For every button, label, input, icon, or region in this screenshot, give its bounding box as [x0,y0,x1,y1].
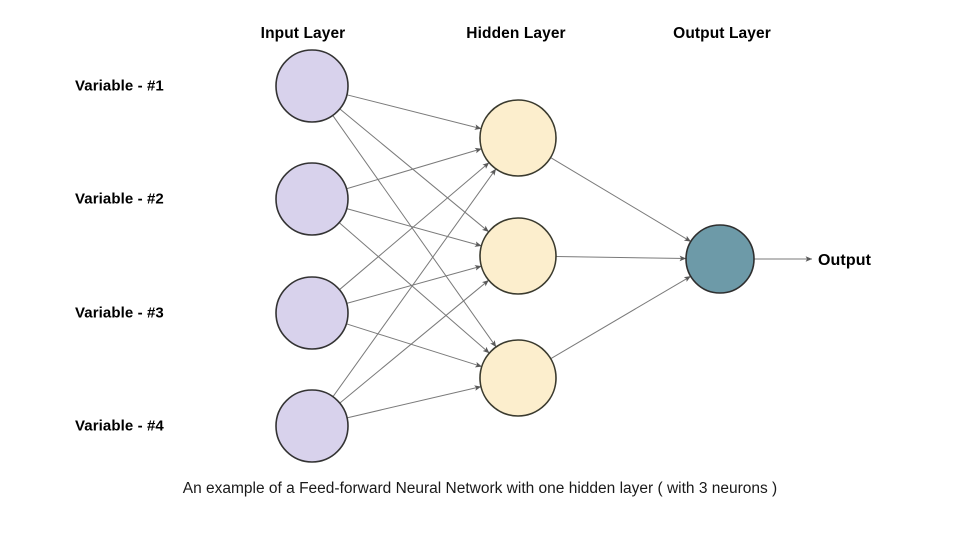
connection-edge [339,162,490,291]
connection-edge [338,222,490,354]
connection-edge [555,255,687,262]
connection-edge [346,208,482,247]
connection-edge [346,94,482,130]
layer-header-input-layer: Input Layer [260,25,346,42]
edge-group [332,94,813,419]
output-neuron[interactable] [685,224,755,294]
variable-label-in-4: Variable - #4 [75,417,164,435]
connection-edge [339,108,490,233]
variable-label-in-3: Variable - #3 [75,304,164,322]
connection-edge [346,323,482,368]
hidden-neuron[interactable] [479,217,557,295]
layer-header-hidden-layer: Hidden Layer [466,25,566,42]
hidden-neuron[interactable] [479,339,557,417]
input-neuron[interactable] [275,389,349,463]
connection-edge [339,279,490,404]
connection-edge [550,157,692,242]
input-neuron[interactable] [275,162,349,236]
node-group [275,49,755,463]
figure-caption: An example of a Feed-forward Neural Netw… [182,480,778,497]
hidden-neuron[interactable] [479,99,557,177]
layer-header-output-layer: Output Layer [673,25,771,42]
variable-label-in-1: Variable - #1 [75,77,164,95]
connection-edge [346,147,482,190]
connection-edge [332,115,497,348]
input-neuron[interactable] [275,276,349,350]
variable-label-in-2: Variable - #2 [75,190,164,208]
connection-edge [346,385,482,419]
connection-edge [550,275,691,360]
connection-edge [346,265,482,304]
input-neuron[interactable] [275,49,349,123]
connection-edge [332,168,497,398]
output-label: Output [818,252,872,269]
